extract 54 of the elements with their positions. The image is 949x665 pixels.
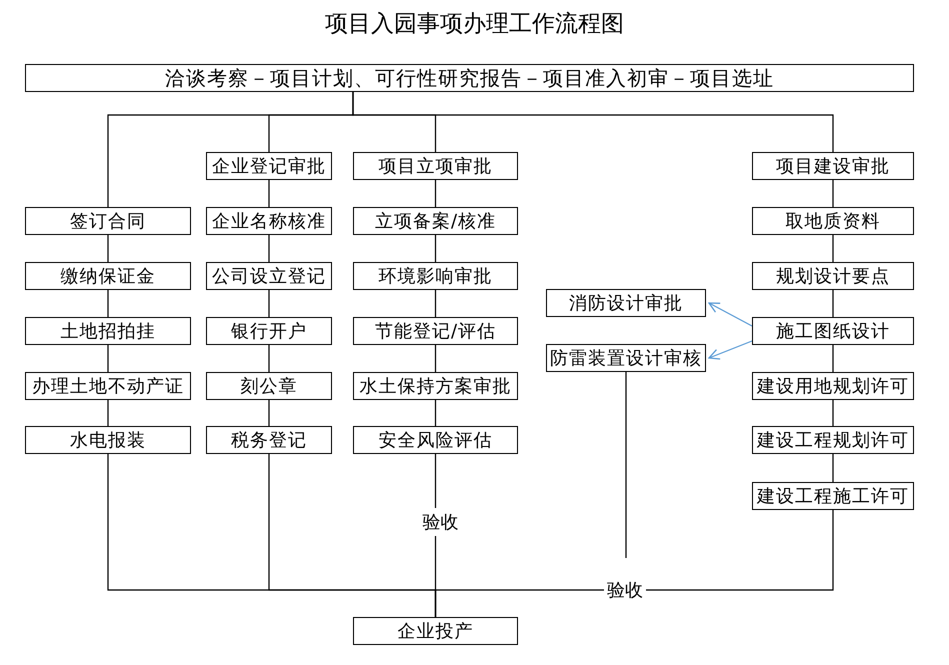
connector-line <box>107 290 109 317</box>
process-box: 项目立项审批 <box>353 152 518 180</box>
connector-line <box>832 290 834 317</box>
process-box: 企业投产 <box>353 617 518 645</box>
connector-line <box>268 400 270 426</box>
process-box: 节能登记/评估 <box>353 317 518 345</box>
connector-line <box>268 345 270 372</box>
process-box: 规划设计要点 <box>752 262 914 290</box>
connector-line <box>832 180 834 207</box>
process-box: 水土保持方案审批 <box>353 372 518 400</box>
process-box: 建设工程规划许可 <box>752 426 914 454</box>
connector-line <box>625 372 627 558</box>
process-box: 项目建设审批 <box>752 152 914 180</box>
process-box: 刻公章 <box>206 372 332 400</box>
process-box: 水电报装 <box>25 426 191 454</box>
header-box: 洽谈考察－项目计划、可行性研究报告－项目准入初审－项目选址 <box>25 64 914 92</box>
process-box: 签订合同 <box>25 207 191 235</box>
process-box: 建设工程施工许可 <box>752 482 914 510</box>
process-box: 办理土地不动产证 <box>25 372 191 400</box>
connector-line <box>434 510 834 617</box>
process-box: 银行开户 <box>206 317 332 345</box>
connector-line <box>832 345 834 372</box>
title: 项目入园事项办理工作流程图 <box>324 10 625 39</box>
connector-line <box>434 345 436 372</box>
process-box: 公司设立登记 <box>206 262 332 290</box>
connector-line <box>107 400 109 426</box>
arrow <box>708 302 752 327</box>
process-box: 消防设计审批 <box>546 289 706 317</box>
connector-line <box>434 180 436 207</box>
connector-line <box>832 454 834 482</box>
connector-line <box>434 235 436 262</box>
process-box: 税务登记 <box>206 426 332 454</box>
connector-line <box>107 345 109 372</box>
connector-line <box>107 235 109 262</box>
connector-line <box>832 235 834 262</box>
process-box: 立项备案/核准 <box>353 207 518 235</box>
connector-line <box>352 92 834 152</box>
connector-line <box>268 180 270 207</box>
process-box: 施工图纸设计 <box>752 317 914 345</box>
connector-line <box>434 400 436 426</box>
process-box: 安全风险评估 <box>353 426 518 454</box>
connector-line <box>434 290 436 317</box>
process-box: 防雷装置设计审核 <box>546 344 706 372</box>
process-box: 缴纳保证金 <box>25 262 191 290</box>
arrow <box>708 340 752 360</box>
connector-line <box>832 400 834 426</box>
process-box: 企业登记审批 <box>206 152 332 180</box>
process-box: 土地招拍挂 <box>25 317 191 345</box>
process-box: 企业名称核准 <box>206 207 332 235</box>
connector-line <box>268 290 270 317</box>
process-box: 建设用地规划许可 <box>752 372 914 400</box>
process-box: 环境影响审批 <box>353 262 518 290</box>
process-box: 取地质资料 <box>752 207 914 235</box>
connector-line <box>268 235 270 262</box>
